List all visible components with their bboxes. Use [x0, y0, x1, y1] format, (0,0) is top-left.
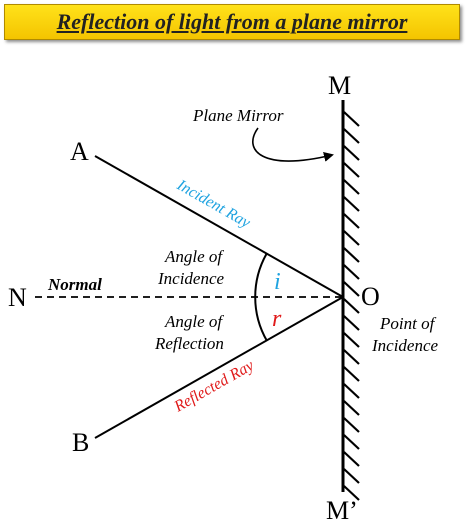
hatch-mark	[343, 349, 360, 365]
hatch-mark	[343, 366, 360, 382]
label-angle-reflection-2: Reflection	[154, 334, 224, 353]
reflected-ray	[94, 296, 344, 439]
label-point-of-incidence-2: Incidence	[371, 336, 439, 355]
hatch-mark	[343, 162, 360, 178]
hatch-mark	[343, 468, 360, 484]
label-angle-i: i	[274, 269, 281, 295]
label-point-o: O	[361, 282, 380, 311]
label-plane-mirror: Plane Mirror	[192, 106, 284, 125]
label-angle-reflection-1: Angle of	[164, 312, 224, 331]
label-m-top: M	[328, 71, 351, 100]
hatch-mark	[343, 400, 360, 416]
hatch-mark	[343, 264, 360, 280]
hatch-mark	[343, 434, 360, 450]
hatch-mark	[343, 213, 360, 229]
hatch-mark	[343, 315, 360, 331]
hatch-mark	[343, 179, 360, 195]
hatch-mark	[343, 247, 360, 263]
label-angle-incidence-1: Angle of	[164, 247, 224, 266]
hatch-mark	[343, 230, 360, 246]
label-point-a: A	[70, 137, 89, 166]
label-angle-r: r	[272, 306, 282, 332]
hatch-mark	[343, 298, 360, 314]
incident-ray	[94, 155, 344, 298]
hatch-mark	[343, 451, 360, 467]
title-banner: Reflection of light from a plane mirror	[4, 4, 460, 40]
diagram-title: Reflection of light from a plane mirror	[56, 9, 408, 34]
hatch-mark	[343, 128, 360, 144]
label-m-bottom: M’	[326, 496, 358, 525]
label-point-n: N	[8, 283, 27, 312]
label-point-of-incidence-1: Point of	[379, 314, 437, 333]
label-point-b: B	[72, 428, 89, 457]
hatch-mark	[343, 111, 360, 127]
hatch-mark	[343, 281, 360, 297]
hatch-mark	[343, 485, 360, 501]
hatch-mark	[343, 196, 360, 212]
hatch-mark	[343, 145, 360, 161]
plane-mirror-arrow	[252, 127, 334, 162]
mirror-hatching	[343, 111, 360, 501]
hatch-mark	[343, 417, 360, 433]
label-normal: Normal	[47, 275, 102, 294]
angle-arc	[254, 252, 268, 342]
hatch-mark	[343, 332, 360, 348]
label-angle-incidence-2: Incidence	[157, 269, 225, 288]
hatch-mark	[343, 383, 360, 399]
label-reflected-ray: Reflected Ray	[171, 357, 258, 416]
